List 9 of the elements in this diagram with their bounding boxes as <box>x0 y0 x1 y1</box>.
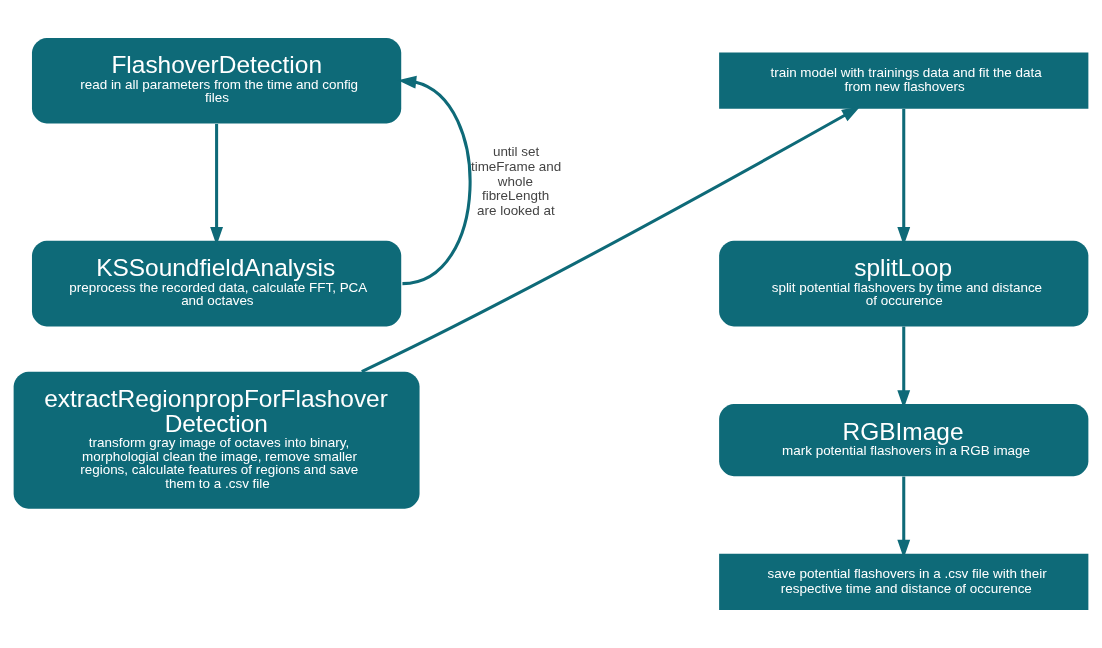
edge-label: until set timeFrame and whole fibreLength are looked at <box>470 144 562 218</box>
node-box: save potential flashovers in a .csv file with their respective time and distance of occurence <box>719 553 1089 611</box>
node-box: RGBImage mark potential flashovers in a RGB image <box>719 404 1089 477</box>
node-box: splitLoop split potential flashovers by time and distance of occurence <box>719 240 1089 327</box>
node-box: extractRegionpropForFlashover Detection transform gray image of octaves into binary, morphologial clean the image, remove smaller regions, calculate features of regions and save them to a .csv file <box>13 371 420 509</box>
node-box: train model with trainings data and fit the data from new flashovers <box>719 52 1089 109</box>
arrow <box>361 106 861 373</box>
node-box: FlashoverDetection read in all parameters from the time and config files <box>31 37 402 124</box>
node-box: KSSoundfieldAnalysis preprocess the recorded data, calculate FFT, PCA and octaves <box>31 240 402 327</box>
